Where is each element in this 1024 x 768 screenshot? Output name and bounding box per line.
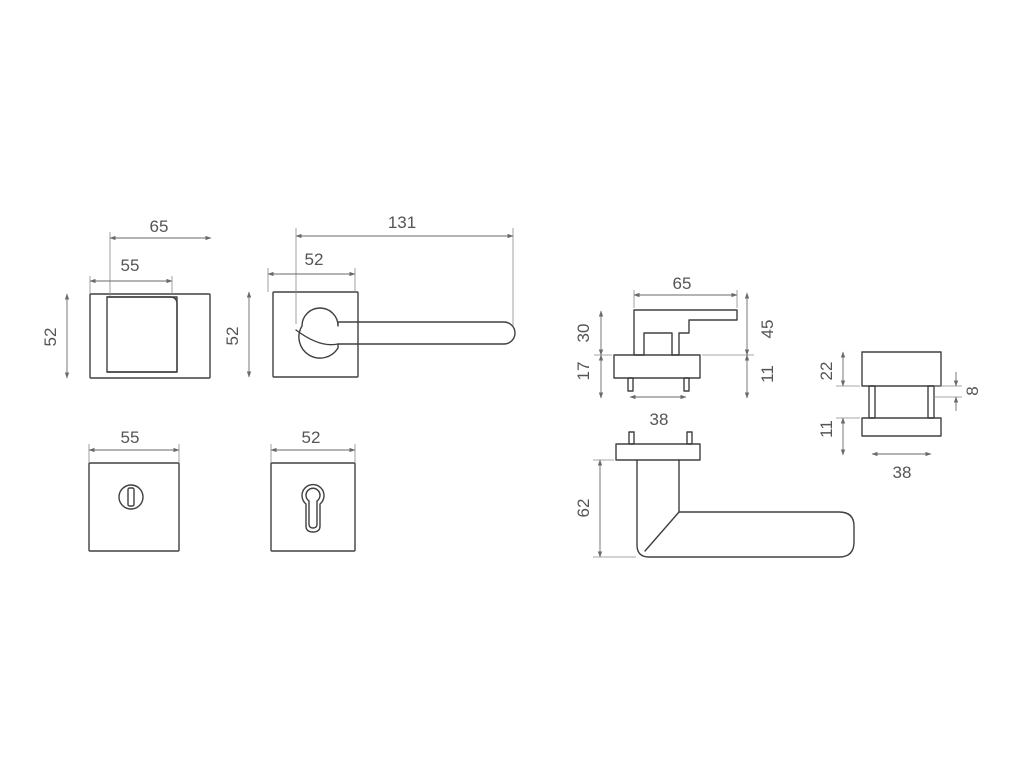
rose-pin-right [927,385,935,419]
dim-rose-base-h: 11 [817,420,836,438]
dim-side-total-h: 45 [758,320,777,339]
dim-side-pins: 38 [650,410,669,429]
rose-base-block [861,417,942,437]
wc-turn-slot [127,487,135,507]
dim-knob-width: 65 [150,217,169,236]
bottom-rose [615,443,701,461]
bottom-lever-bevel [644,511,680,552]
cylinder-keyhole-inner [305,487,321,529]
lever-neck [295,329,339,346]
bottom-lever [636,459,855,558]
cylinder-keyhole [301,483,325,533]
wc-rose-outline [88,462,180,552]
rose-pin-left [868,385,876,419]
side-rose [613,354,701,379]
knob-face [106,296,178,373]
bottom-pin-left [628,431,635,445]
lever-side-view: 65 38 30 17 45 11 [574,274,777,429]
dim-rose-top-h: 22 [817,362,836,381]
dim-rose-pins: 38 [893,463,912,482]
dim-side-rose-h: 11 [758,365,777,383]
side-pin-left [627,377,634,392]
dim-lever-height: 52 [223,327,242,346]
rose-side-view: 22 11 8 38 [817,351,982,482]
dim-lever-length: 131 [388,213,416,232]
lever-rose-outline [272,291,359,378]
dim-wc-rose: 55 [121,428,140,447]
wc-rose-view: 55 [88,428,180,552]
cylinder-rose-outline [270,462,356,552]
bottom-pin-right [686,431,693,445]
side-pin-right [683,377,690,392]
dim-lever-rose: 52 [305,250,324,269]
rose-top-block [861,351,942,387]
dim-side-handle-h: 30 [574,324,593,343]
dim-cyl-rose: 52 [302,428,321,447]
dim-bottom-drop: 62 [574,499,593,518]
lever-front-view: 131 52 52 [223,213,516,378]
knob-body [106,296,178,373]
dim-side-base-h: 17 [574,362,593,381]
dim-rose-pin-gap: 8 [963,386,982,395]
lever-handle [298,307,516,359]
dim-knob-rose: 55 [121,256,140,275]
cylinder-rose-view: 52 [270,428,356,552]
knob-front-view: 65 55 52 [41,217,212,379]
dim-side-width: 65 [673,274,692,293]
lever-bottom-view: 62 [574,431,855,558]
side-handle [633,309,738,356]
dim-knob-height: 52 [41,328,60,347]
wc-turn-circle [118,484,144,510]
knob-rose-outline [89,293,211,379]
